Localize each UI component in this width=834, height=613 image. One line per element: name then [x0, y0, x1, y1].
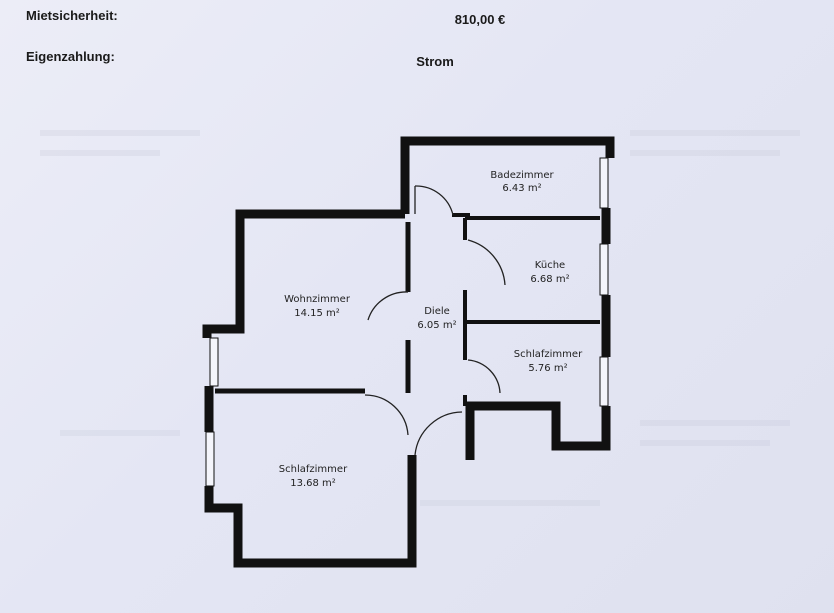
room-name: Schlafzimmer: [279, 464, 348, 475]
room-wohnzimmer: Wohnzimmer 14.15 m²: [284, 294, 351, 319]
room-schlafzimmer-small: Schlafzimmer 5.76 m²: [514, 349, 583, 374]
room-name: Wohnzimmer: [284, 294, 351, 305]
inner-walls: [215, 213, 600, 406]
room-name: Schlafzimmer: [514, 349, 583, 360]
own-payment-label: Eigenzahlung:: [26, 49, 115, 64]
room-area: 6.68 m²: [530, 274, 569, 285]
own-payment-value: Strom: [416, 54, 454, 69]
deposit-value: 810,00 €: [454, 12, 506, 27]
windows: [205, 157, 609, 487]
outer-walls: [202, 136, 615, 568]
room-name: Badezimmer: [490, 170, 554, 181]
room-schlafzimmer-large: Schlafzimmer 13.68 m²: [279, 464, 348, 489]
room-area: 6.43 m²: [502, 183, 541, 194]
paper-smudges: [40, 130, 800, 506]
room-area: 14.15 m²: [294, 308, 340, 319]
room-kueche: Küche 6.68 m²: [530, 260, 569, 285]
room-name: Küche: [535, 260, 565, 271]
room-badezimmer: Badezimmer 6.43 m²: [490, 170, 554, 194]
room-area: 5.76 m²: [528, 363, 567, 374]
room-name: Diele: [424, 306, 450, 317]
deposit-label: Mietsicherheit:: [26, 8, 118, 23]
room-area: 6.05 m²: [417, 320, 456, 331]
room-area: 13.68 m²: [290, 478, 336, 489]
door-swings: [364, 185, 506, 456]
room-diele: Diele 6.05 m²: [417, 306, 456, 331]
